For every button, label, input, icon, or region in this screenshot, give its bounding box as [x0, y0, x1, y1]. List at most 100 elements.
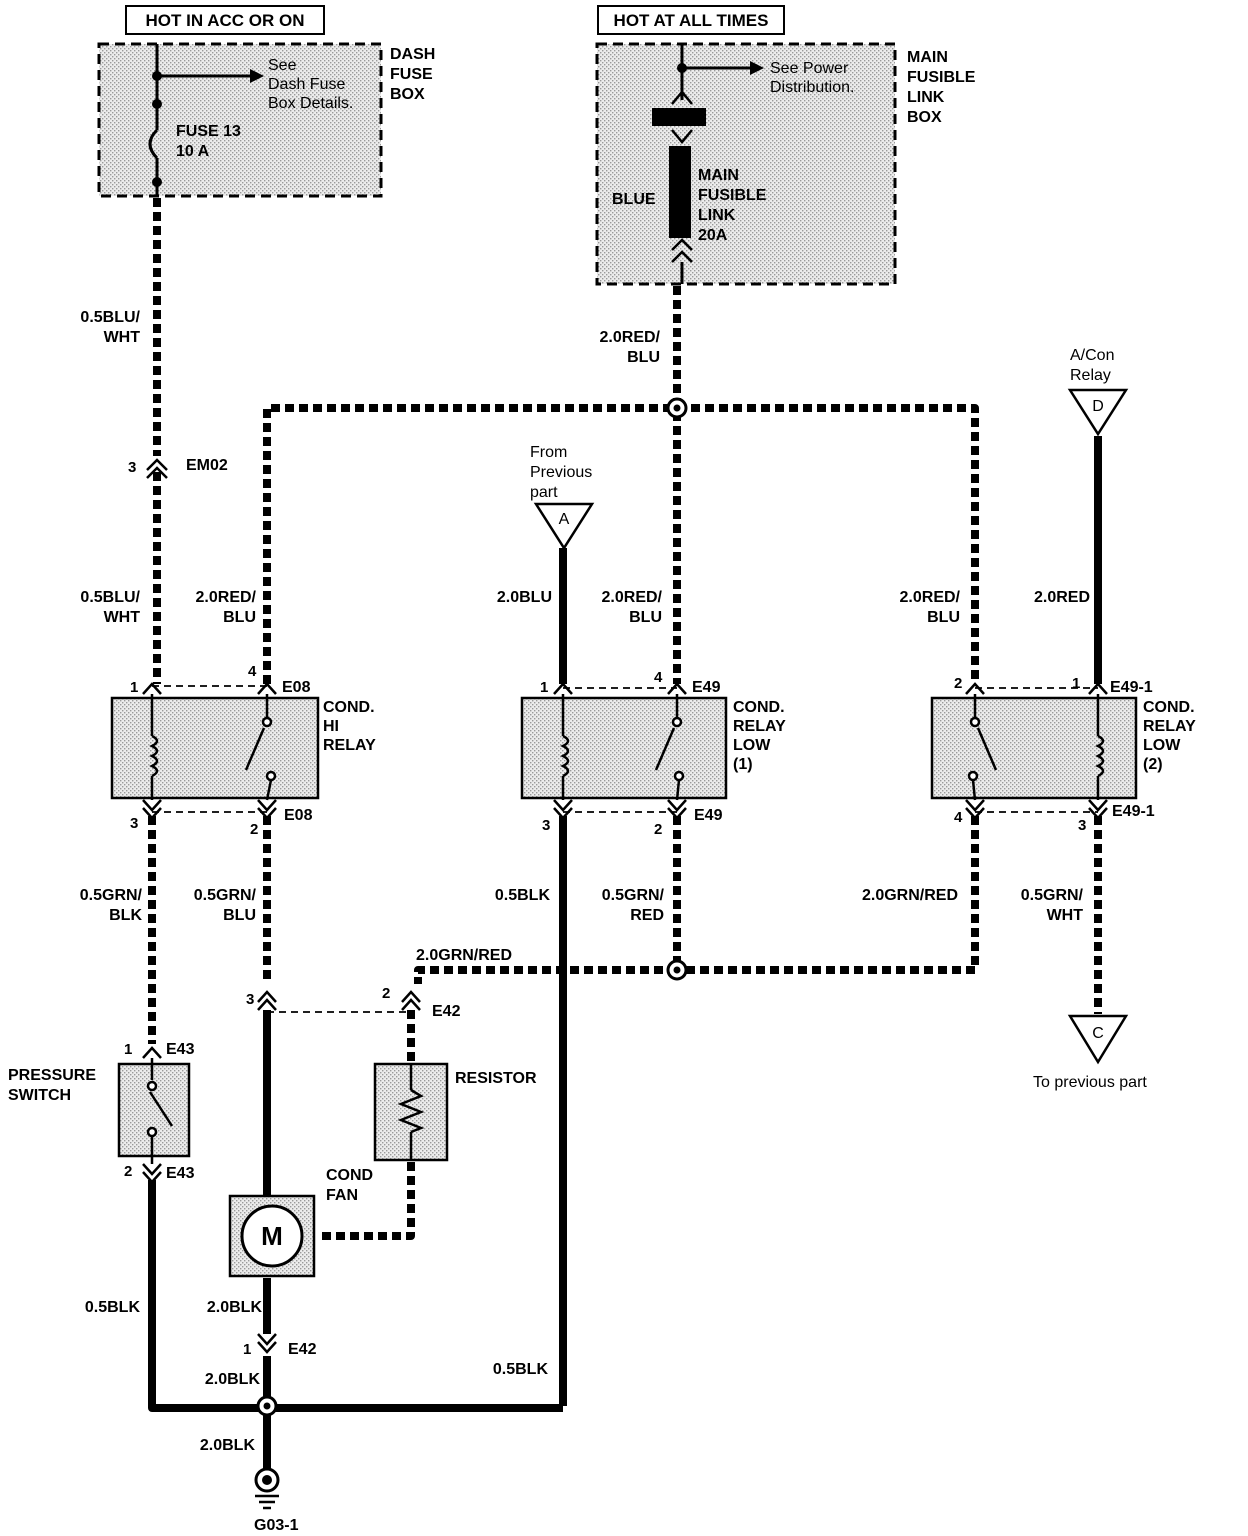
low2-relay-switch-icon: [976, 727, 998, 771]
label-grn-red-low1-l1: 0.5GRN/: [602, 887, 665, 904]
mfl-box-name-l3: LINK: [907, 89, 945, 106]
ref-c-letter: C: [1092, 1025, 1104, 1042]
label-red-blu-top-l1: 2.0RED/: [600, 329, 661, 346]
label-grn-blk-l2: BLK: [109, 907, 142, 924]
low1-relay-coil-icon: [560, 734, 570, 778]
dash-fuse-box: See Dash Fuse Box Details. FUSE 13 10 A: [97, 42, 383, 198]
connector-em02-label: EM02: [186, 457, 228, 474]
header-hot-at-all-times-text: HOT AT ALL TIMES: [614, 11, 769, 30]
ref-c-to-text: To previous part: [1033, 1074, 1147, 1091]
pin-ps-1: 1: [124, 1041, 132, 1058]
pin-em02-3: 3: [128, 459, 136, 476]
cond-fan-name-l1: COND: [326, 1167, 373, 1184]
pin-ps-2: 2: [124, 1163, 132, 1180]
low2-name-l3: LOW: [1143, 737, 1181, 754]
low1-name-l2: RELAY: [733, 718, 786, 735]
hi-relay-switch-icon: [244, 727, 266, 771]
label-blu-wht-mid-l1: 0.5BLU/: [80, 589, 140, 606]
wire-grn-red-bus: [414, 966, 677, 984]
connector-e42-bottom-label: E42: [288, 1341, 317, 1358]
pressure-switch: [117, 1046, 191, 1184]
pin-e42-1: 1: [243, 1341, 251, 1358]
label-grn-wht-l2: WHT: [1047, 907, 1084, 924]
hi-relay-coil-icon: [149, 734, 159, 778]
dash-fuse-box-name-l1: DASH: [390, 46, 435, 63]
mfl-see-l2: Distribution.: [770, 79, 854, 96]
label-grn-blu-l2: BLU: [223, 907, 256, 924]
mfl-link-rating: 20A: [698, 227, 728, 244]
mfl-link-l3: LINK: [698, 207, 736, 224]
label-blu-low1: 2.0BLU: [497, 589, 552, 606]
label-red-blu-low2-l1: 2.0RED/: [900, 589, 961, 606]
fuse-13-label: FUSE 13: [176, 123, 241, 140]
dash-see-l1: See: [268, 57, 297, 74]
low1-name-l1: COND.: [733, 699, 785, 716]
ref-d-from-l1: A/Con: [1070, 347, 1114, 364]
mfl-link-color: BLUE: [612, 191, 656, 208]
wire-red-blu-bus: [263, 404, 979, 684]
pin-e42-3: 3: [246, 991, 254, 1008]
low2-relay-coil-icon: [1095, 734, 1105, 778]
connector-e42-bottom: [257, 1333, 277, 1354]
connector-e08-bottom: E08: [284, 807, 313, 824]
label-red-blu-hi-l2: BLU: [223, 609, 256, 626]
label-blu-wht-top-l1: 0.5BLU/: [80, 309, 140, 326]
label-red-blu-hi-l1: 2.0RED/: [196, 589, 257, 606]
connector-e08-top: E08: [282, 679, 311, 696]
cond-relay-low-2: [930, 682, 1138, 820]
ref-a-triangle: A: [533, 502, 595, 551]
mfl-link-l2: FUSIBLE: [698, 187, 767, 204]
ref-d-from-l2: Relay: [1070, 367, 1111, 384]
mfl-box-name-l1: MAIN: [907, 49, 948, 66]
ref-a-from-l2: Previous: [530, 464, 592, 481]
mfl-link-l1: MAIN: [698, 167, 739, 184]
cond-fan-motor: M: [228, 1194, 316, 1278]
label-blk-ground: 2.0BLK: [200, 1437, 256, 1454]
motor-icon: [240, 1204, 304, 1268]
fuse-symbol: [148, 128, 159, 160]
pin-hi-1: 1: [130, 679, 138, 696]
wire-grn-red-low2: [677, 816, 979, 974]
ground-label: G03-1: [254, 1517, 299, 1534]
dash-fuse-box-name-l2: FUSE: [390, 66, 433, 83]
cond-hi-relay: [110, 682, 320, 820]
ref-a-letter: A: [559, 511, 570, 528]
label-red-low2: 2.0RED: [1034, 589, 1090, 606]
main-fusible-link-box: See Power Distribution. MAIN FUSIBLE LIN…: [595, 42, 897, 286]
pressure-switch-icon: [148, 1091, 174, 1127]
resistor: [373, 1062, 449, 1162]
pin-e42-2: 2: [382, 985, 390, 1002]
connector-em02: [146, 458, 168, 479]
fuse-13-rating: 10 A: [176, 143, 210, 160]
connector-e49-1-top: E49-1: [1110, 679, 1153, 696]
dash-see-l2: Dash Fuse: [268, 76, 345, 93]
label-red-blu-low2-l2: BLU: [927, 609, 960, 626]
label-blu-wht-mid-l2: WHT: [104, 609, 141, 626]
pressure-switch-name-l2: SWITCH: [8, 1087, 71, 1104]
dash-see-l3: Box Details.: [268, 95, 353, 112]
header-hot-in-acc: HOT IN ACC OR ON: [125, 5, 325, 35]
ref-a-from-l1: From: [530, 444, 567, 461]
motor-symbol-text: M: [261, 1221, 283, 1251]
mfl-box-name-l2: FUSIBLE: [907, 69, 976, 86]
low2-name-l4: (2): [1143, 756, 1163, 773]
pin-hi-2: 2: [250, 821, 258, 838]
wire-blk-pressure: [148, 1180, 267, 1412]
pressure-switch-name-l1: PRESSURE: [8, 1067, 96, 1084]
mfl-see-l1: See Power: [770, 60, 849, 77]
pin-hi-4: 4: [248, 663, 257, 680]
hi-relay-name-l3: RELAY: [323, 737, 376, 754]
label-blk-motor: 2.0BLK: [207, 1299, 263, 1316]
dash-fuse-box-name-l3: BOX: [390, 86, 425, 103]
hi-relay-name-l1: COND.: [323, 699, 375, 716]
connector-e49-top: E49: [692, 679, 721, 696]
label-red-blu-low1-l1: 2.0RED/: [602, 589, 663, 606]
label-grn-red-low2: 2.0GRN/RED: [862, 887, 958, 904]
pin-low2-2: 2: [954, 675, 962, 692]
low2-name-l1: COND.: [1143, 699, 1195, 716]
low1-relay-switch-icon: [654, 727, 676, 771]
label-blu-wht-top-l2: WHT: [104, 329, 141, 346]
label-blk-below-e42: 2.0BLK: [205, 1371, 261, 1388]
pin-low1-4: 4: [654, 669, 663, 686]
